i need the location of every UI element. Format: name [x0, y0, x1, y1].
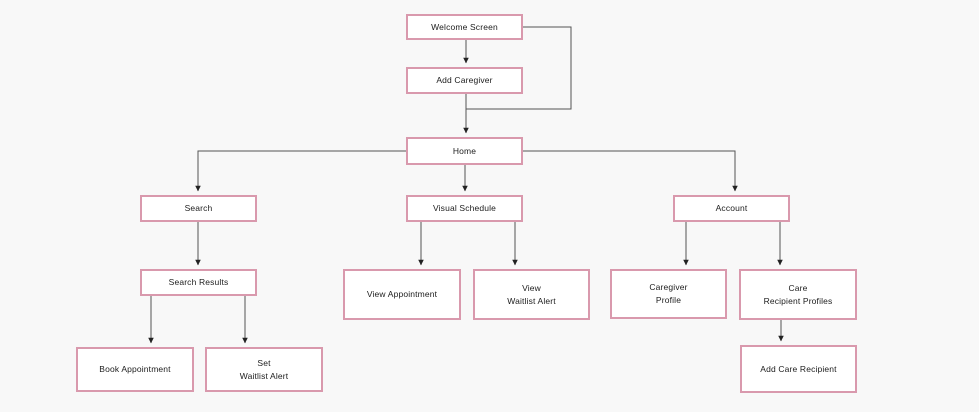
flow-node-label: Welcome Screen	[431, 21, 498, 32]
flow-node-view-appointment: View Appointment	[343, 269, 461, 320]
flow-node-label: Add Caregiver	[436, 75, 493, 85]
flow-node-label: Account	[715, 203, 748, 213]
edge-home-to-account	[523, 150, 738, 192]
flow-node-search: Search	[140, 195, 257, 222]
flow-node-label: Search Results	[168, 277, 229, 287]
flow-node-label: Waitlist Alert	[239, 370, 289, 381]
flow-node-book-appointment: Book Appointment	[76, 347, 194, 392]
flow-node-label: Waitlist Alert	[507, 295, 556, 306]
flow-node-account: Account	[673, 195, 790, 222]
flow-node-label: View Appointment	[366, 289, 438, 299]
flow-node-label: Visual Schedule	[432, 203, 497, 213]
flow-node-label: Care	[788, 282, 808, 293]
flow-node-label: Home	[452, 145, 477, 156]
edge-home-to-search	[195, 150, 406, 192]
flow-node-visual-schedule: Visual Schedule	[406, 195, 523, 222]
flow-node-home: Home	[406, 137, 523, 165]
flow-node-label: View	[522, 282, 541, 293]
flow-node-welcome-screen: Welcome Screen	[406, 14, 523, 40]
flow-node-label: Search	[184, 203, 213, 213]
flow-node-label: Add Care Recipient	[760, 363, 837, 374]
flow-node-add-caregiver: Add Caregiver	[406, 67, 523, 94]
flow-node-label: Book Appointment	[99, 364, 171, 374]
flow-node-label: Set	[257, 357, 271, 368]
flow-node-label: Profile	[655, 295, 682, 305]
flow-node-search-results: Search Results	[140, 269, 257, 296]
flow-node-add-care-recipient: Add Care Recipient	[740, 345, 857, 393]
flow-node-label: Caregiver	[649, 282, 688, 292]
flow-node-label: Recipient Profiles	[763, 295, 833, 306]
